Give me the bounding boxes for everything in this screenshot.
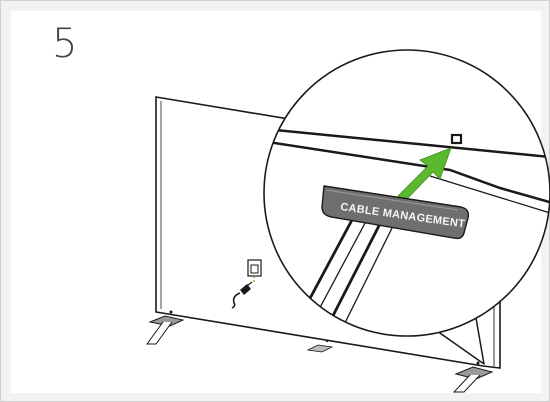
insert-arrow-icon [397, 147, 452, 203]
mount-slot [450, 133, 463, 145]
center-foot [306, 339, 334, 353]
left-stand [146, 310, 185, 345]
power-plug-icon [231, 281, 253, 309]
right-stand [452, 361, 494, 393]
cable-holder-icon [247, 259, 262, 284]
step-number: 5 [52, 21, 78, 67]
